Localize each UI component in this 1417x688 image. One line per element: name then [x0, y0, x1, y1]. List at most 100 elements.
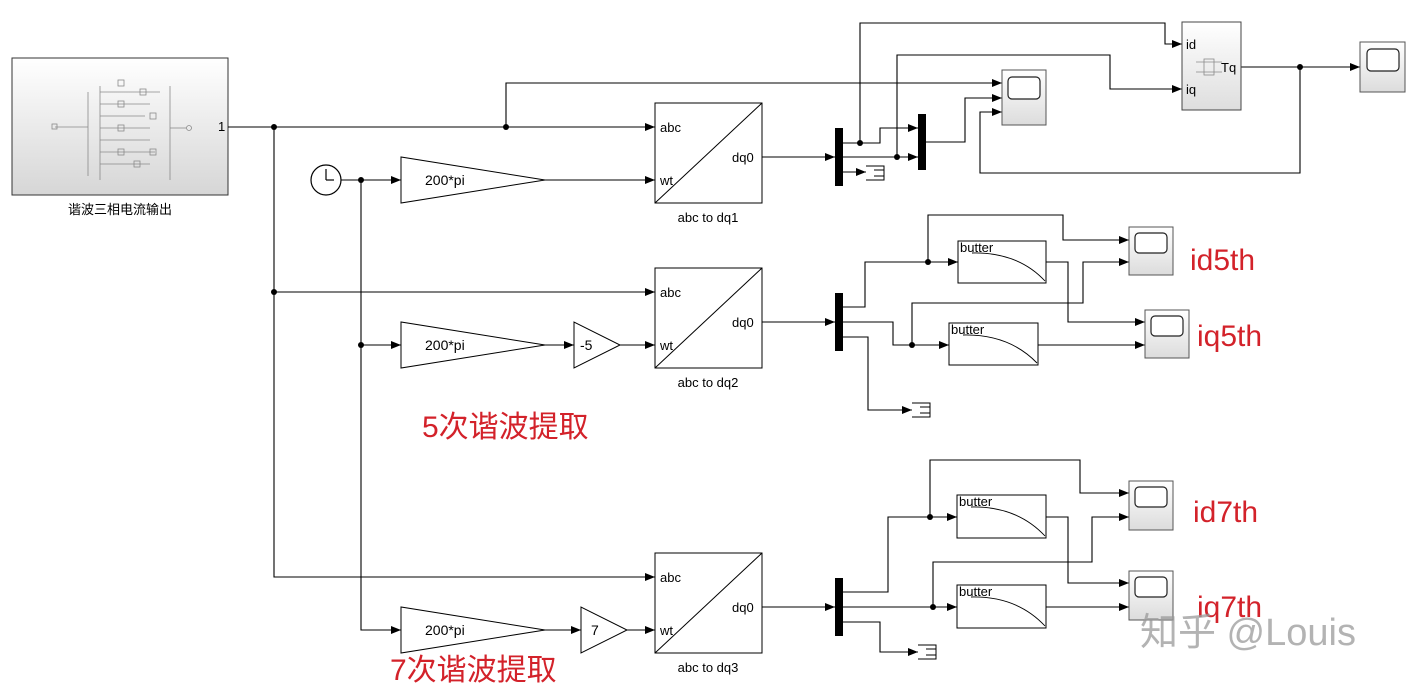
transform-diagonal: [654, 267, 763, 369]
wire-clock-to-gain3[interactable]: [360, 180, 401, 634]
transform-caption: abc to dq1: [678, 210, 739, 225]
terminator-3[interactable]: [918, 644, 937, 660]
filter-body[interactable]: [957, 240, 1047, 284]
port-dq0: dq0: [732, 315, 754, 330]
terminator-icon[interactable]: [866, 165, 885, 181]
wire-current-to-dq3[interactable]: [273, 127, 655, 581]
wire-iq-to-torque[interactable]: [896, 54, 1182, 157]
terminator-icon[interactable]: [912, 402, 931, 418]
branch-point: [927, 514, 933, 520]
filter-response-icon: [971, 252, 1046, 282]
filter-body[interactable]: [956, 584, 1047, 629]
filter-label: butter: [959, 584, 993, 599]
filter-label: butter: [959, 494, 993, 509]
filter-body[interactable]: [956, 494, 1047, 539]
port-id: id: [1186, 37, 1196, 52]
scope-screen-icon: [1366, 48, 1400, 72]
wire-demux3-d-to-butter3[interactable]: [843, 513, 957, 593]
harmonic-current-subsystem-block[interactable]: 1 谐波三相电流输出: [11, 57, 229, 217]
port-iq: iq: [1186, 82, 1196, 97]
wire-id7-raw-to-scope[interactable]: [929, 459, 1129, 517]
scope-torque[interactable]: [1359, 41, 1406, 93]
scope-screen-icon: [1134, 486, 1168, 508]
abc-to-dq3-block[interactable]: abc wt dq0 abc to dq3: [654, 552, 763, 675]
demux-3-bar[interactable]: [835, 578, 843, 636]
gain-triangle[interactable]: [400, 606, 546, 654]
branch-point: [857, 140, 863, 146]
wire-demux2-d-to-butter1[interactable]: [843, 258, 958, 308]
annotation-id5th: id5th: [1190, 244, 1255, 277]
scope-id7th[interactable]: [1128, 480, 1174, 531]
filter-response-icon: [962, 334, 1038, 364]
branch-point: [358, 177, 364, 183]
branch-point: [925, 259, 931, 265]
gain-minus5-block[interactable]: -5: [573, 321, 622, 369]
abc-to-dq2-block[interactable]: abc wt dq0 abc to dq2: [654, 267, 763, 390]
torque-schematic-icon: [1196, 58, 1222, 76]
terminator-2[interactable]: [912, 402, 931, 418]
transform-caption: abc to dq2: [678, 375, 739, 390]
branch-point: [930, 604, 936, 610]
gain-block-3[interactable]: 200*pi: [400, 606, 546, 654]
wire-iq5-raw-to-scope[interactable]: [911, 258, 1129, 345]
wire-demux2-0-to-terminator[interactable]: [843, 336, 912, 414]
port-dq0: dq0: [732, 150, 754, 165]
branch-point: [894, 154, 900, 160]
gain-triangle[interactable]: [400, 156, 546, 204]
gain-value: -5: [580, 337, 593, 353]
gain-triangle[interactable]: [580, 606, 629, 654]
wire-demux3-0-to-terminator[interactable]: [843, 621, 918, 656]
butter-filter-3[interactable]: butter: [956, 494, 1047, 539]
wire-demux1-d-to-mux[interactable]: [843, 124, 918, 144]
filter-body[interactable]: [948, 322, 1039, 366]
wire-iq7-raw-to-scope[interactable]: [932, 513, 1129, 607]
torque-body[interactable]: [1181, 21, 1242, 111]
wire-butter1-to-iq5-scope[interactable]: [1046, 261, 1145, 326]
gain-value: 7: [591, 622, 599, 638]
scope-iq7th[interactable]: [1128, 570, 1174, 621]
terminator-1[interactable]: [866, 165, 885, 181]
filter-response-icon: [970, 596, 1046, 627]
torque-calc-block[interactable]: id iq Tq: [1181, 21, 1242, 111]
wire-mux-to-scope1[interactable]: [926, 94, 1002, 143]
gain-block-1[interactable]: 200*pi: [400, 156, 546, 204]
wire-id-to-torque[interactable]: [859, 22, 1182, 143]
gain-triangle[interactable]: [400, 321, 546, 369]
filter-label: butter: [951, 322, 985, 337]
demux-2-bar[interactable]: [835, 293, 843, 351]
wire-current-to-scope1[interactable]: [505, 79, 1002, 127]
watermark: 知乎 @Louis: [1140, 612, 1356, 654]
butter-filter-4[interactable]: butter: [956, 584, 1047, 629]
gain-triangle[interactable]: [573, 321, 622, 369]
butter-filter-1[interactable]: butter: [957, 240, 1047, 284]
mux-bar[interactable]: [918, 114, 926, 170]
demux-1-bar[interactable]: [835, 128, 843, 186]
gain-value: 200*pi: [425, 337, 465, 353]
scope-iq5th[interactable]: [1144, 309, 1190, 359]
scope-screen-icon: [1134, 576, 1168, 598]
wire-butter3-to-iq7-scope[interactable]: [1046, 516, 1129, 587]
wire-tq-to-scope1[interactable]: [979, 67, 1301, 174]
terminator-icon[interactable]: [918, 644, 937, 660]
subsystem-body[interactable]: [11, 57, 229, 196]
annotation-5th-harmonic-extraction: 5次谐波提取: [422, 411, 589, 444]
filter-response-icon: [970, 506, 1046, 537]
wire-id5-raw-to-scope[interactable]: [927, 214, 1129, 262]
port-abc: abc: [660, 120, 681, 135]
subsystem-schematic-icon: [51, 79, 192, 180]
scope-id5th[interactable]: [1128, 226, 1174, 276]
gain-block-2[interactable]: 200*pi: [400, 321, 546, 369]
signal-wires: [228, 22, 1360, 656]
subsystem-output-port-label: 1: [218, 119, 225, 134]
butter-filter-2[interactable]: butter: [948, 322, 1039, 366]
wire-demux2-q-to-butter2[interactable]: [843, 321, 949, 349]
gain-7-block[interactable]: 7: [580, 606, 629, 654]
branch-point: [909, 342, 915, 348]
scope-fundamental[interactable]: [1001, 69, 1047, 126]
annotation-7th-harmonic-extraction: 7次谐波提取: [390, 654, 557, 687]
clock-block[interactable]: [310, 164, 342, 196]
branch-point: [271, 289, 277, 295]
port-wt: wt: [659, 623, 673, 638]
branch-point: [271, 124, 277, 130]
abc-to-dq1-block[interactable]: abc wt dq0 abc to dq1: [654, 102, 763, 225]
